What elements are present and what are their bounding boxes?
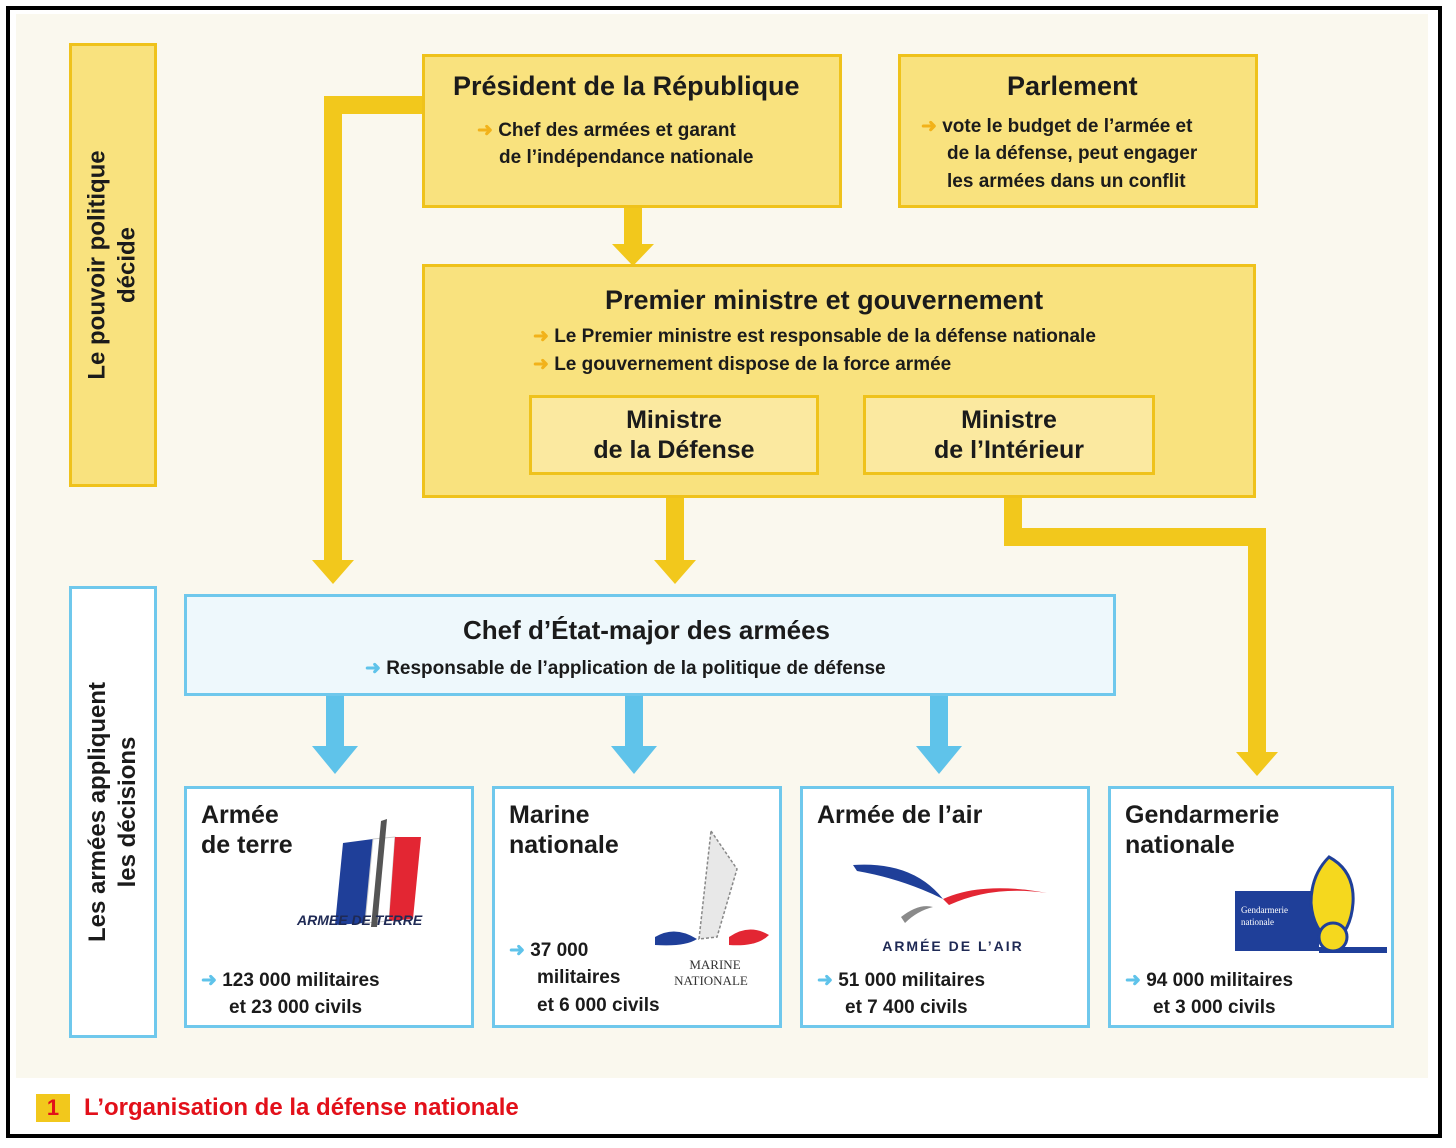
force-name-line-1: Armée de l’air xyxy=(817,801,983,829)
chef-etat-major-title: Chef d’État-major des armées xyxy=(463,615,831,645)
force-stat-line-2: militaires xyxy=(537,967,621,988)
armee-de-l-air-logo: ARMÉE DE L’AIR xyxy=(853,864,1047,954)
force-stat-line-2: et 3 000 civils xyxy=(1153,997,1276,1018)
force-stat-line-1: ➜ 37 000 xyxy=(509,940,589,961)
arrow-bullet-icon: ➜ xyxy=(921,116,943,137)
gouvernement-box: Premier ministre et gouvernement ➜ Le Pr… xyxy=(422,264,1256,498)
force-stat-line-1: ➜ 94 000 militaires xyxy=(1125,970,1294,991)
caption-number: 1 xyxy=(36,1094,70,1122)
side-label-political: Le pouvoir politique décide xyxy=(69,43,157,487)
president-line-1: ➜ Chef des armées et garant xyxy=(477,120,736,141)
armee-de-l-air-logo-text: ARMÉE DE L’AIR xyxy=(882,938,1024,954)
gendarmerie-logo-text-2: nationale xyxy=(1241,917,1274,927)
force-name-line-1: Armée xyxy=(201,801,279,829)
parlement-line-1: ➜ vote le budget de l’armée et xyxy=(921,116,1193,137)
force-armee-de-l-air: Armée de l’air ARMÉE DE L’AIR ➜ 51 000 m… xyxy=(800,786,1090,1028)
arrow-bullet-icon: ➜ xyxy=(201,970,223,991)
gouvernement-line-1: ➜ Le Premier ministre est responsable de… xyxy=(533,326,1096,347)
arrow-bullet-icon: ➜ xyxy=(533,326,555,347)
side-political-line-2: décide xyxy=(114,226,142,304)
force-name-line-2: nationale xyxy=(1125,831,1235,859)
ministre-interieur-line-2: de l’Intérieur xyxy=(933,436,1085,464)
force-marine-nationale: Marine nationale MARINE NATIONALE ➜ 37 0… xyxy=(492,786,782,1028)
force-name-line-1: Gendarmerie xyxy=(1125,801,1280,829)
force-name-line-1: Marine xyxy=(509,801,590,829)
president-title: Président de la République xyxy=(453,71,800,101)
force-stat-line-1: ➜ 51 000 militaires xyxy=(817,970,986,991)
force-stat-line-2: et 7 400 civils xyxy=(845,997,968,1018)
president-line-2: de l’indépendance nationale xyxy=(499,147,754,168)
force-stat-line-2: et 23 000 civils xyxy=(229,997,363,1018)
parlement-title: Parlement xyxy=(1007,71,1138,101)
gendarmerie-logo: Gendarmerie nationale xyxy=(1235,855,1387,953)
caption-text: L’organisation de la défense nationale xyxy=(84,1094,519,1121)
force-stat-line-1: ➜ 123 000 militaires xyxy=(201,970,380,991)
force-stat-line-3: et 6 000 civils xyxy=(537,995,660,1016)
president-box: Président de la République ➜ Chef des ar… xyxy=(422,54,842,208)
marine-logo-text-1: MARINE xyxy=(689,957,740,972)
side-political-line-1: Le pouvoir politique xyxy=(84,150,112,380)
arrow-bullet-icon: ➜ xyxy=(509,940,531,961)
ministre-defense-line-2: de la Défense xyxy=(593,436,755,464)
side-label-armies: Les armées appliquent les décisions xyxy=(69,586,157,1038)
parlement-line-2: de la défense, peut engager xyxy=(947,143,1198,164)
side-armies-line-2: les décisions xyxy=(114,736,141,888)
arrow-bullet-icon: ➜ xyxy=(1125,970,1147,991)
force-name-line-2: nationale xyxy=(509,831,619,859)
arrow-bullet-icon: ➜ xyxy=(817,970,839,991)
side-armies-line-1: Les armées appliquent xyxy=(84,681,111,943)
armee-de-terre-logo-text: ARMEE DE TERRE xyxy=(296,912,423,928)
force-armee-de-terre: Armée de terre ARMEE DE TERRE ➜ 123 000 … xyxy=(184,786,474,1028)
force-name-line-2: de terre xyxy=(201,831,293,859)
gouvernement-line-2: ➜ Le gouvernement dispose de la force ar… xyxy=(533,354,952,375)
armee-de-terre-logo: ARMEE DE TERRE xyxy=(296,819,423,928)
arrow-chef-to-marine xyxy=(625,696,643,748)
arrow-chef-to-air xyxy=(930,696,948,748)
figure-caption: 1 L’organisation de la défense nationale xyxy=(36,1092,519,1124)
gendarmerie-logo-text-1: Gendarmerie xyxy=(1241,905,1288,915)
chef-etat-major-box: Chef d’État-major des armées ➜ Responsab… xyxy=(184,594,1116,696)
arrow-bullet-icon: ➜ xyxy=(365,658,387,679)
marine-logo-text-2: NATIONALE xyxy=(674,973,748,988)
gouvernement-title: Premier ministre et gouvernement xyxy=(605,285,1044,315)
force-gendarmerie-nationale: Gendarmerie nationale Gendarmerie nation… xyxy=(1108,786,1394,1028)
ministre-interieur-box: Ministre de l’Intérieur xyxy=(863,395,1155,475)
chef-etat-major-line: ➜ Responsable de l’application de la pol… xyxy=(365,658,886,679)
arrow-chef-to-terre xyxy=(326,696,344,748)
ministre-interieur-line-1: Ministre xyxy=(961,406,1057,434)
ministre-defense-box: Ministre de la Défense xyxy=(529,395,819,475)
arrow-bullet-icon: ➜ xyxy=(477,120,499,141)
parlement-box: Parlement ➜ vote le budget de l’armée et… xyxy=(898,54,1258,208)
ministre-defense-line-1: Ministre xyxy=(626,406,722,434)
parlement-line-3: les armées dans un conflit xyxy=(947,171,1186,192)
arrow-gouvernement-to-chef xyxy=(666,496,684,562)
arrow-president-to-chef xyxy=(324,96,430,114)
marine-nationale-logo: MARINE NATIONALE xyxy=(655,829,769,988)
arrow-bullet-icon: ➜ xyxy=(533,354,555,375)
arrow-president-to-gouvernement xyxy=(624,206,642,246)
